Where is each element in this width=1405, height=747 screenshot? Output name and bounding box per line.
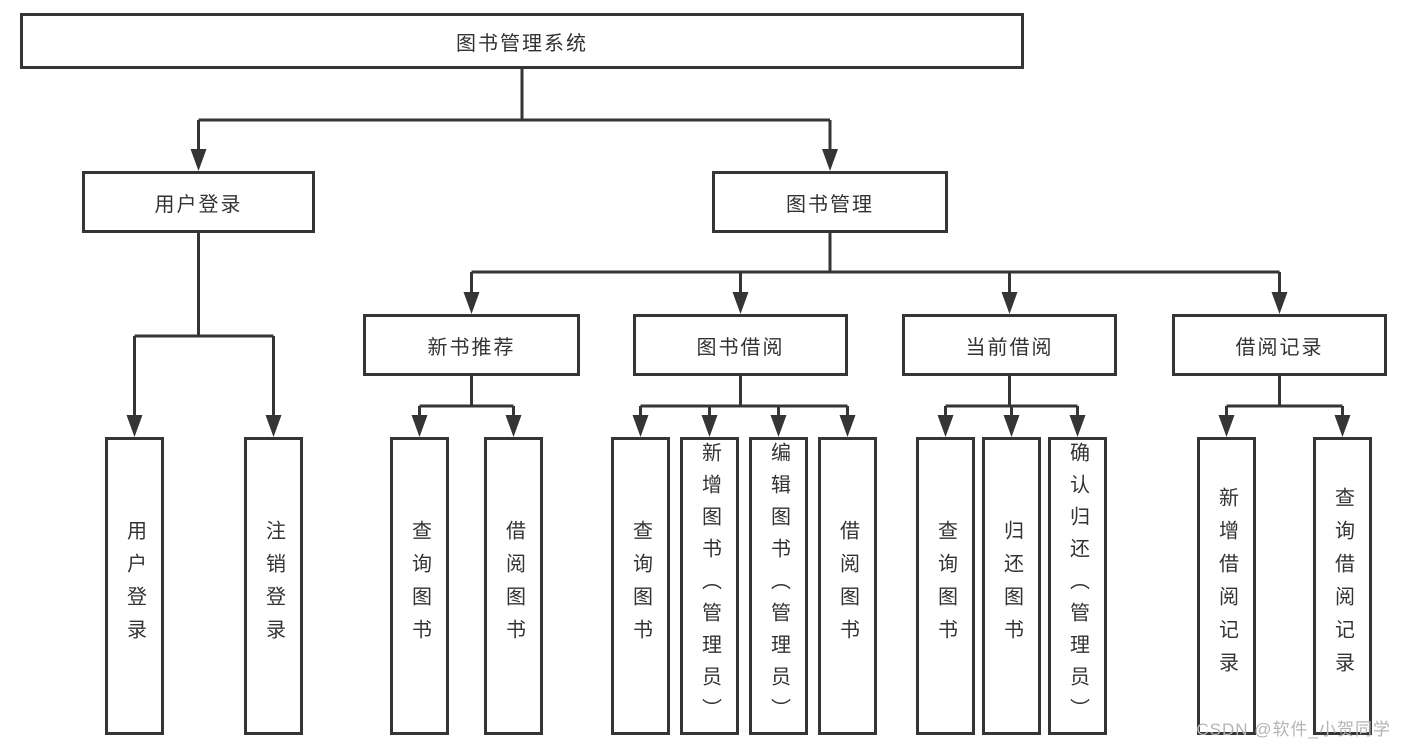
leaf-add-book-admin-label: 新增图书（管理员） — [698, 442, 721, 730]
leaf-add-book-admin: 新增图书（管理员） — [680, 437, 739, 735]
leaf-return-books-label: 归还图书 — [1000, 520, 1023, 652]
leaf-query-borrow-record-label: 查询借阅记录 — [1331, 487, 1354, 685]
leaf-borrow-books-recommend: 借阅图书 — [484, 437, 543, 735]
node-book-management-label: 图书管理 — [786, 193, 874, 216]
csdn-watermark: CSDN @软件_小贺同学 — [1196, 720, 1391, 739]
leaf-user-login-label: 用户登录 — [123, 520, 146, 652]
node-borrow-records-label: 借阅记录 — [1235, 336, 1324, 359]
leaf-logout: 注销登录 — [244, 437, 303, 735]
node-new-book-recommend: 新书推荐 — [363, 314, 580, 376]
leaf-edit-book-admin: 编辑图书（管理员） — [749, 437, 808, 735]
leaf-user-login: 用户登录 — [105, 437, 164, 735]
node-book-borrow-label: 图书借阅 — [696, 336, 785, 359]
leaf-confirm-return-admin: 确认归还（管理员） — [1048, 437, 1107, 735]
leaf-return-books: 归还图书 — [982, 437, 1041, 735]
leaf-query-books-current-label: 查询图书 — [934, 520, 957, 652]
node-borrow-records: 借阅记录 — [1172, 314, 1387, 376]
node-user-login-label: 用户登录 — [154, 193, 243, 216]
leaf-query-books-borrow: 查询图书 — [611, 437, 670, 735]
node-current-borrow-label: 当前借阅 — [965, 336, 1054, 359]
leaf-query-books-current: 查询图书 — [916, 437, 975, 735]
leaf-borrow-books: 借阅图书 — [818, 437, 877, 735]
node-user-login: 用户登录 — [82, 171, 315, 233]
leaf-query-books-recommend-label: 查询图书 — [408, 520, 431, 652]
leaf-confirm-return-admin-label: 确认归还（管理员） — [1066, 442, 1089, 730]
leaf-query-books-borrow-label: 查询图书 — [629, 520, 652, 652]
node-root-system-label: 图书管理系统 — [456, 32, 588, 55]
leaf-borrow-books-recommend-label: 借阅图书 — [502, 520, 525, 652]
node-new-book-recommend-label: 新书推荐 — [427, 336, 516, 359]
leaf-add-borrow-record-label: 新增借阅记录 — [1215, 487, 1238, 685]
node-book-management: 图书管理 — [712, 171, 948, 233]
node-root-system: 图书管理系统 — [20, 13, 1024, 69]
node-current-borrow: 当前借阅 — [902, 314, 1117, 376]
leaf-query-books-recommend: 查询图书 — [390, 437, 449, 735]
leaf-logout-label: 注销登录 — [262, 520, 285, 652]
leaf-borrow-books-label: 借阅图书 — [836, 520, 859, 652]
node-book-borrow: 图书借阅 — [633, 314, 848, 376]
arrowheads — [126, 149, 1351, 437]
leaf-edit-book-admin-label: 编辑图书（管理员） — [767, 442, 790, 730]
leaf-query-borrow-record: 查询借阅记录 — [1313, 437, 1372, 735]
leaf-add-borrow-record: 新增借阅记录 — [1197, 437, 1256, 735]
